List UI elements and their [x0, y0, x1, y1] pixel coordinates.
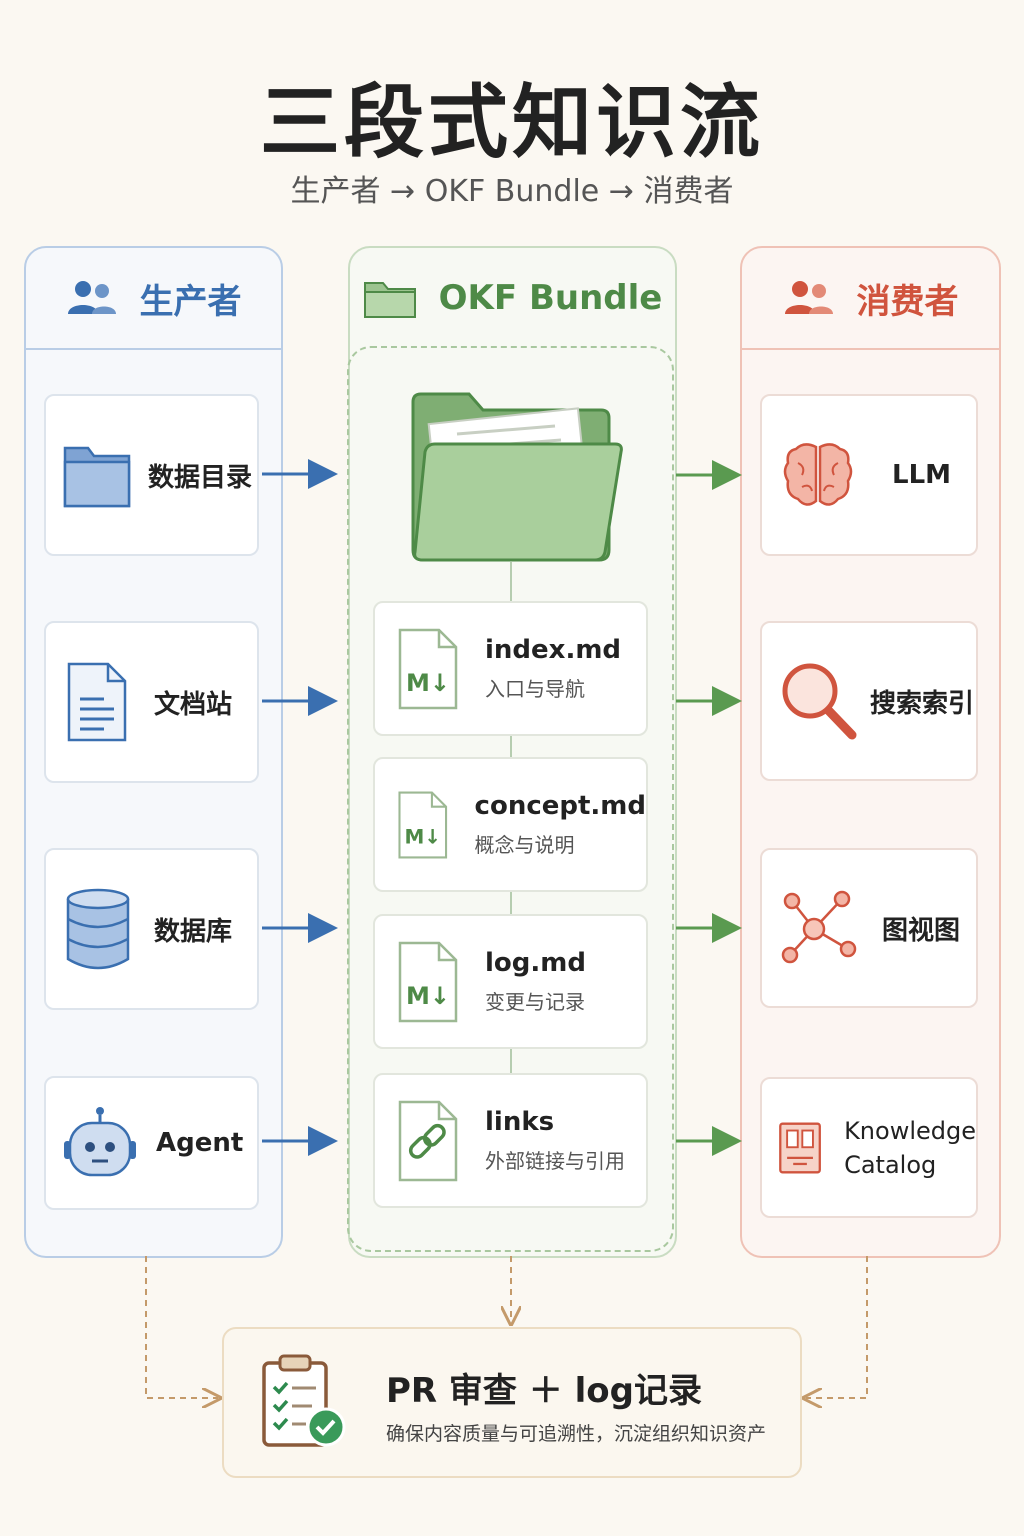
bundle-container — [347, 346, 674, 1252]
bundle-connector — [510, 1049, 512, 1073]
consumer-label: 图视图 — [882, 915, 961, 946]
graph-icon — [781, 890, 857, 964]
review-desc: 确保内容质量与可追溯性，沉淀组织知识资产 — [386, 1423, 767, 1445]
producers-header: 生产者 — [26, 248, 281, 350]
bundle-connector — [510, 735, 512, 757]
bundle-folder-icon — [411, 392, 623, 562]
diagram-title: 三段式知识流 — [260, 76, 764, 169]
review-title: PR 审查 ＋ log记录 — [386, 1371, 702, 1411]
producer-label: 文档站 — [154, 689, 233, 720]
file-card-index[interactable]: M↓ index.md 入口与导航 — [373, 601, 648, 736]
database-icon — [66, 888, 130, 970]
svg-text:M↓: M↓ — [406, 982, 450, 1010]
producer-label: 数据目录 — [148, 462, 253, 493]
consumer-arrows — [676, 460, 742, 1156]
consumer-label: Knowledge — [844, 1116, 976, 1145]
file-desc: 概念与说明 — [474, 833, 575, 857]
file-card-log[interactable]: M↓ log.md 变更与记录 — [373, 914, 648, 1049]
catalog-icon — [779, 1122, 821, 1173]
bundle-connector — [510, 892, 512, 914]
arrow-producers-to-review — [145, 1256, 218, 1398]
consumers-header: 消费者 — [742, 248, 999, 350]
bundle-label: OKF Bundle — [438, 278, 663, 318]
consumers-label: 消费者 — [856, 281, 959, 322]
file-name: concept.md — [474, 791, 646, 821]
consumer-label: 搜索索引 — [870, 688, 975, 719]
producer-label: Agent — [156, 1128, 244, 1158]
document-icon — [67, 662, 127, 742]
clipboard-check-icon — [262, 1354, 346, 1447]
review-card[interactable]: PR 审查 ＋ log记录 确保内容质量与可追溯性，沉淀组织知识资产 — [222, 1327, 802, 1478]
markdown-icon: M↓ — [398, 941, 458, 1022]
file-card-concept[interactable]: M↓ concept.md 概念与说明 — [373, 757, 648, 892]
users-icon — [67, 281, 116, 314]
svg-text:M↓: M↓ — [406, 669, 450, 697]
folder-icon — [63, 446, 131, 508]
bundle-connector — [510, 562, 512, 602]
markdown-icon: M↓ — [398, 628, 458, 709]
consumer-card-catalog[interactable]: Knowledge Catalog — [760, 1077, 978, 1218]
producer-card-docs[interactable]: 文档站 — [44, 621, 259, 783]
svg-text:M↓: M↓ — [404, 824, 441, 848]
file-card-links[interactable]: links 外部链接与引用 — [373, 1073, 648, 1208]
arrow-consumers-to-review — [806, 1256, 868, 1398]
producer-card-database[interactable]: 数据库 — [44, 848, 259, 1010]
link-icon — [398, 1100, 458, 1181]
producer-label: 数据库 — [154, 916, 233, 947]
file-desc: 入口与导航 — [485, 677, 585, 701]
brain-icon — [783, 443, 853, 506]
consumer-card-llm[interactable]: LLM — [760, 394, 978, 556]
consumer-label: LLM — [892, 460, 952, 490]
file-name: links — [485, 1107, 555, 1137]
search-icon — [782, 663, 857, 740]
producer-card-agent[interactable]: Agent — [44, 1076, 259, 1210]
bundle-header: OKF Bundle — [350, 248, 675, 348]
diagram-subtitle: 生产者 → OKF Bundle → 消费者 — [290, 174, 734, 209]
users-icon — [784, 281, 833, 314]
producers-label: 生产者 — [139, 281, 242, 322]
file-desc: 变更与记录 — [485, 990, 585, 1014]
file-desc: 外部链接与引用 — [485, 1149, 625, 1173]
file-name: log.md — [485, 948, 586, 978]
consumer-card-search[interactable]: 搜索索引 — [760, 621, 978, 781]
consumer-label: Catalog — [844, 1150, 937, 1179]
producer-card-catalog[interactable]: 数据目录 — [44, 394, 259, 556]
robot-icon — [64, 1107, 136, 1177]
file-name: index.md — [485, 635, 622, 665]
consumer-card-graph[interactable]: 图视图 — [760, 848, 978, 1008]
folder-icon — [363, 282, 416, 318]
markdown-icon: M↓ — [398, 791, 448, 858]
